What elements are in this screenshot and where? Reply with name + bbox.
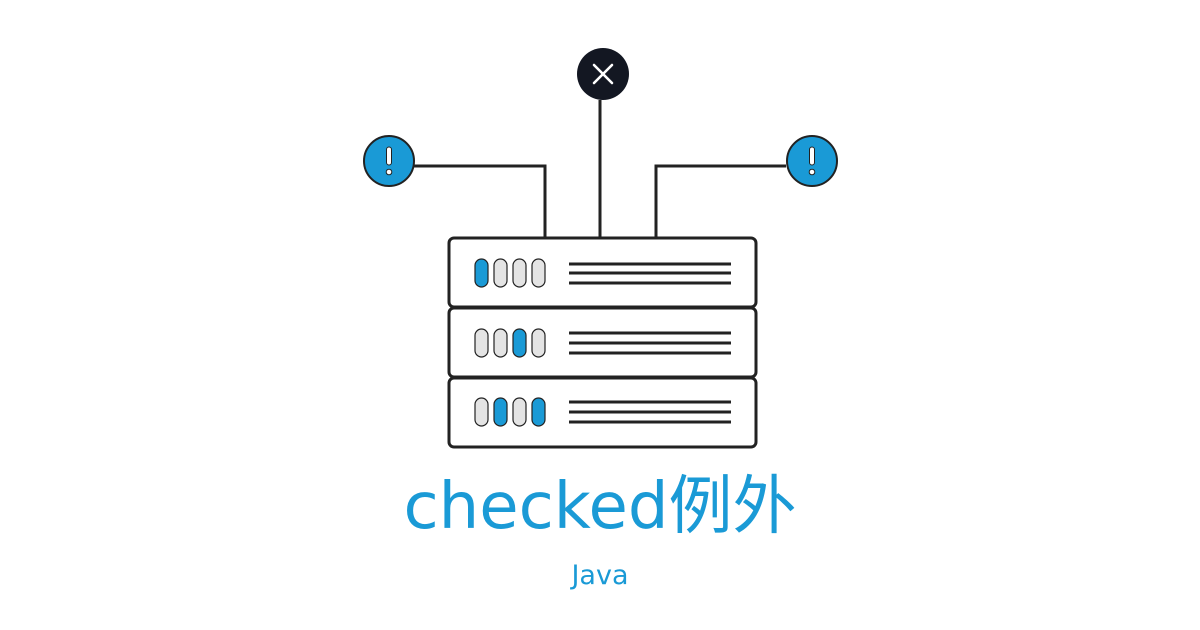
status-leds	[474, 328, 546, 358]
vent-lines	[569, 331, 731, 355]
page-title: checked例外	[403, 470, 797, 544]
status-leds	[474, 258, 546, 288]
server-unit	[447, 236, 758, 309]
server-unit	[447, 376, 758, 449]
warning-icon	[786, 135, 838, 187]
close-icon	[577, 48, 629, 100]
vent-lines	[569, 400, 731, 424]
vent-lines	[569, 262, 731, 285]
connector-left	[414, 164, 547, 238]
warning-icon	[363, 135, 415, 187]
connector-right	[654, 164, 786, 238]
status-leds	[474, 397, 546, 427]
server-unit	[447, 306, 758, 379]
page-subtitle: Java	[571, 560, 629, 591]
connector-lines	[414, 100, 786, 238]
